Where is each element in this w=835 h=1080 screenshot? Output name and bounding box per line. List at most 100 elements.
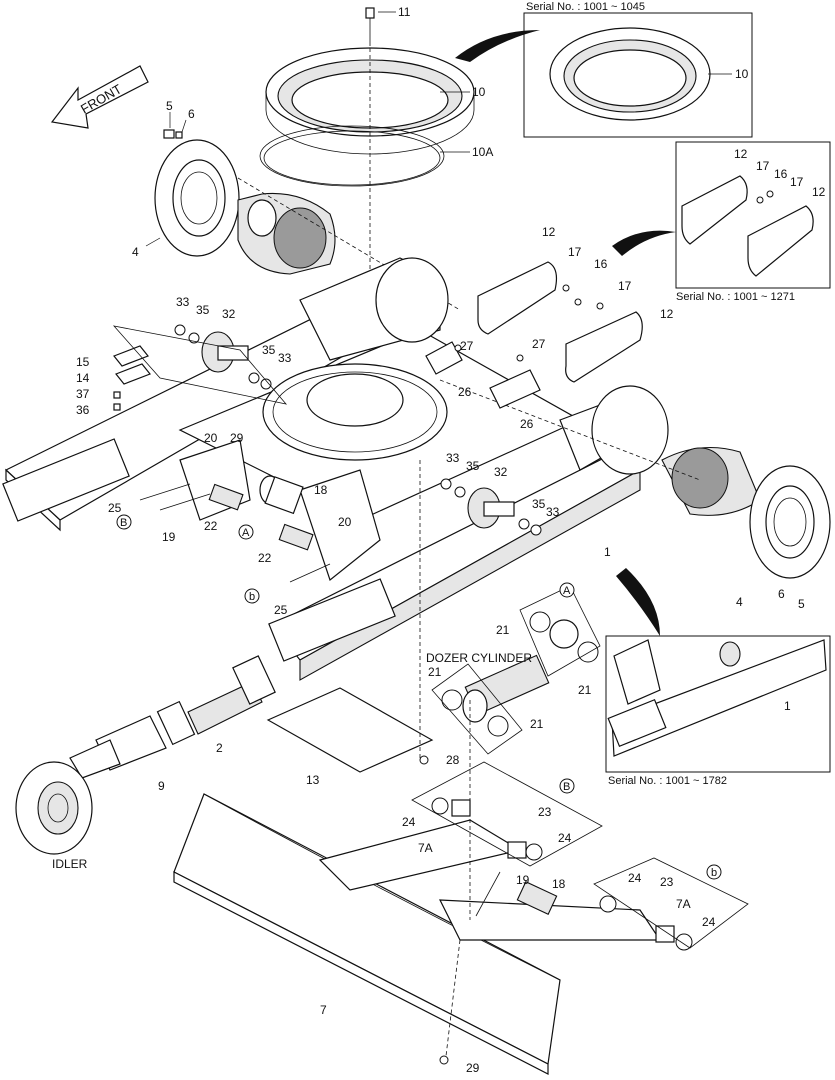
callout-27-a: 27 [460, 339, 474, 353]
callout-13: 13 [306, 773, 320, 787]
covers-inset-serial: Serial No. : 1001 ~ 1271 [676, 291, 795, 303]
callout-23-b: 23 [660, 875, 674, 889]
callout-17-inset-a: 17 [756, 159, 770, 173]
carrier-roller-left [174, 324, 272, 390]
ref-letters: A B b A B b [116, 514, 722, 880]
callout-26-a: 26 [458, 385, 472, 399]
callout-14: 14 [76, 371, 90, 385]
callout-25-a: 25 [108, 501, 122, 515]
side-covers [477, 261, 643, 383]
callout-1-inset: 1 [784, 699, 791, 713]
callout-23-a: 23 [538, 805, 552, 819]
callout-4-right: 4 [736, 595, 743, 609]
covers-inset [612, 141, 831, 289]
pins [208, 475, 314, 551]
callout-22-b: 22 [258, 551, 272, 565]
callout-35-a: 35 [196, 303, 210, 317]
callout-21-c: 21 [428, 665, 442, 679]
sprocket-left [154, 139, 240, 257]
detail-b-group [411, 761, 603, 867]
detail-b2-group [593, 857, 749, 949]
idler-wheel [15, 761, 93, 855]
detail-a-group [519, 585, 601, 677]
callout-24-b: 24 [558, 831, 572, 845]
callout-7a-a: 7A [418, 841, 433, 855]
callout-35-d: 35 [532, 497, 546, 511]
callout-17-inset-b: 17 [790, 175, 804, 189]
callout-18-a: 18 [314, 483, 328, 497]
callout-21-a: 21 [496, 623, 510, 637]
callout-24-c: 24 [628, 871, 642, 885]
callout-10: 10 [472, 85, 486, 99]
ref-b-lower-main: b [249, 591, 255, 603]
dozer-cylinder-caption: DOZER CYLINDER [426, 651, 532, 665]
plates [425, 341, 541, 409]
callout-37: 37 [76, 387, 90, 401]
callout-21-b: 21 [578, 683, 592, 697]
callout-32-a: 32 [222, 307, 236, 321]
callout-18-b: 18 [552, 877, 566, 891]
callout-33-b: 33 [278, 351, 292, 365]
callout-5-right: 5 [798, 597, 805, 611]
callout-32-b: 32 [494, 465, 508, 479]
idler-caption: IDLER [52, 857, 88, 871]
ref-b-detail: B [563, 781, 570, 793]
callout-24-d: 24 [702, 915, 716, 929]
bearing-seal [259, 125, 445, 187]
callout-10-inset: 10 [735, 67, 749, 81]
dozer-cylinder-bushings [441, 611, 599, 737]
ref-b-main: B [120, 517, 127, 529]
frame-inset [605, 568, 831, 773]
bearing-inset [455, 12, 753, 138]
callout-15: 15 [76, 355, 90, 369]
bearing-bolt [365, 7, 375, 46]
callout-9: 9 [158, 779, 165, 793]
callout-12-inset-a: 12 [734, 147, 748, 161]
callout-1: 1 [604, 545, 611, 559]
callout-4-left: 4 [132, 245, 139, 259]
callout-19-b: 19 [516, 873, 530, 887]
detail-dozer-pins [431, 663, 523, 755]
callout-35-b: 35 [262, 343, 276, 357]
callout-10a: 10A [472, 145, 493, 159]
frame-inset-serial: Serial No. : 1001 ~ 1782 [608, 775, 727, 787]
cover-bolts [562, 284, 604, 310]
callout-6-right: 6 [778, 587, 785, 601]
callout-36: 36 [76, 403, 90, 417]
callout-27-b: 27 [532, 337, 546, 351]
callout-33-c: 33 [446, 451, 460, 465]
callout-16-inset: 16 [774, 167, 788, 181]
ref-a-main: A [242, 527, 250, 539]
callout-7a-b: 7A [676, 897, 691, 911]
travel-motor-right [661, 446, 761, 516]
callout-33-a: 33 [176, 295, 190, 309]
callout-20-a: 20 [204, 431, 218, 445]
callout-20-b: 20 [338, 515, 352, 529]
sprocket-bolt [163, 129, 183, 139]
carrier-roller-group [112, 325, 288, 405]
callout-35-c: 35 [466, 459, 480, 473]
dozer-blade [173, 793, 561, 1075]
callout-12-a: 12 [542, 225, 556, 239]
callout-7: 7 [320, 1003, 327, 1017]
callout-21-d: 21 [530, 717, 544, 731]
callout-17-b: 17 [618, 279, 632, 293]
track-adjuster [156, 655, 276, 746]
front-arrow: FRONT [50, 65, 149, 129]
ref-a-detail: A [563, 585, 571, 597]
callout-28: 28 [446, 753, 460, 767]
carrier-roller-right [440, 478, 542, 536]
callout-29-b: 29 [466, 1061, 480, 1075]
travel-motor-left [237, 192, 336, 275]
sprocket-right [749, 465, 831, 579]
callout-16: 16 [594, 257, 608, 271]
ref-b-lower-detail: b [711, 867, 717, 879]
callout-25-b: 25 [274, 603, 288, 617]
callout-19-a: 19 [162, 530, 176, 544]
bearing-inset-serial: Serial No. : 1001 ~ 1045 [526, 1, 645, 13]
callout-33-d: 33 [546, 505, 560, 519]
under-cover [266, 687, 434, 773]
callout-22-a: 22 [204, 519, 218, 533]
